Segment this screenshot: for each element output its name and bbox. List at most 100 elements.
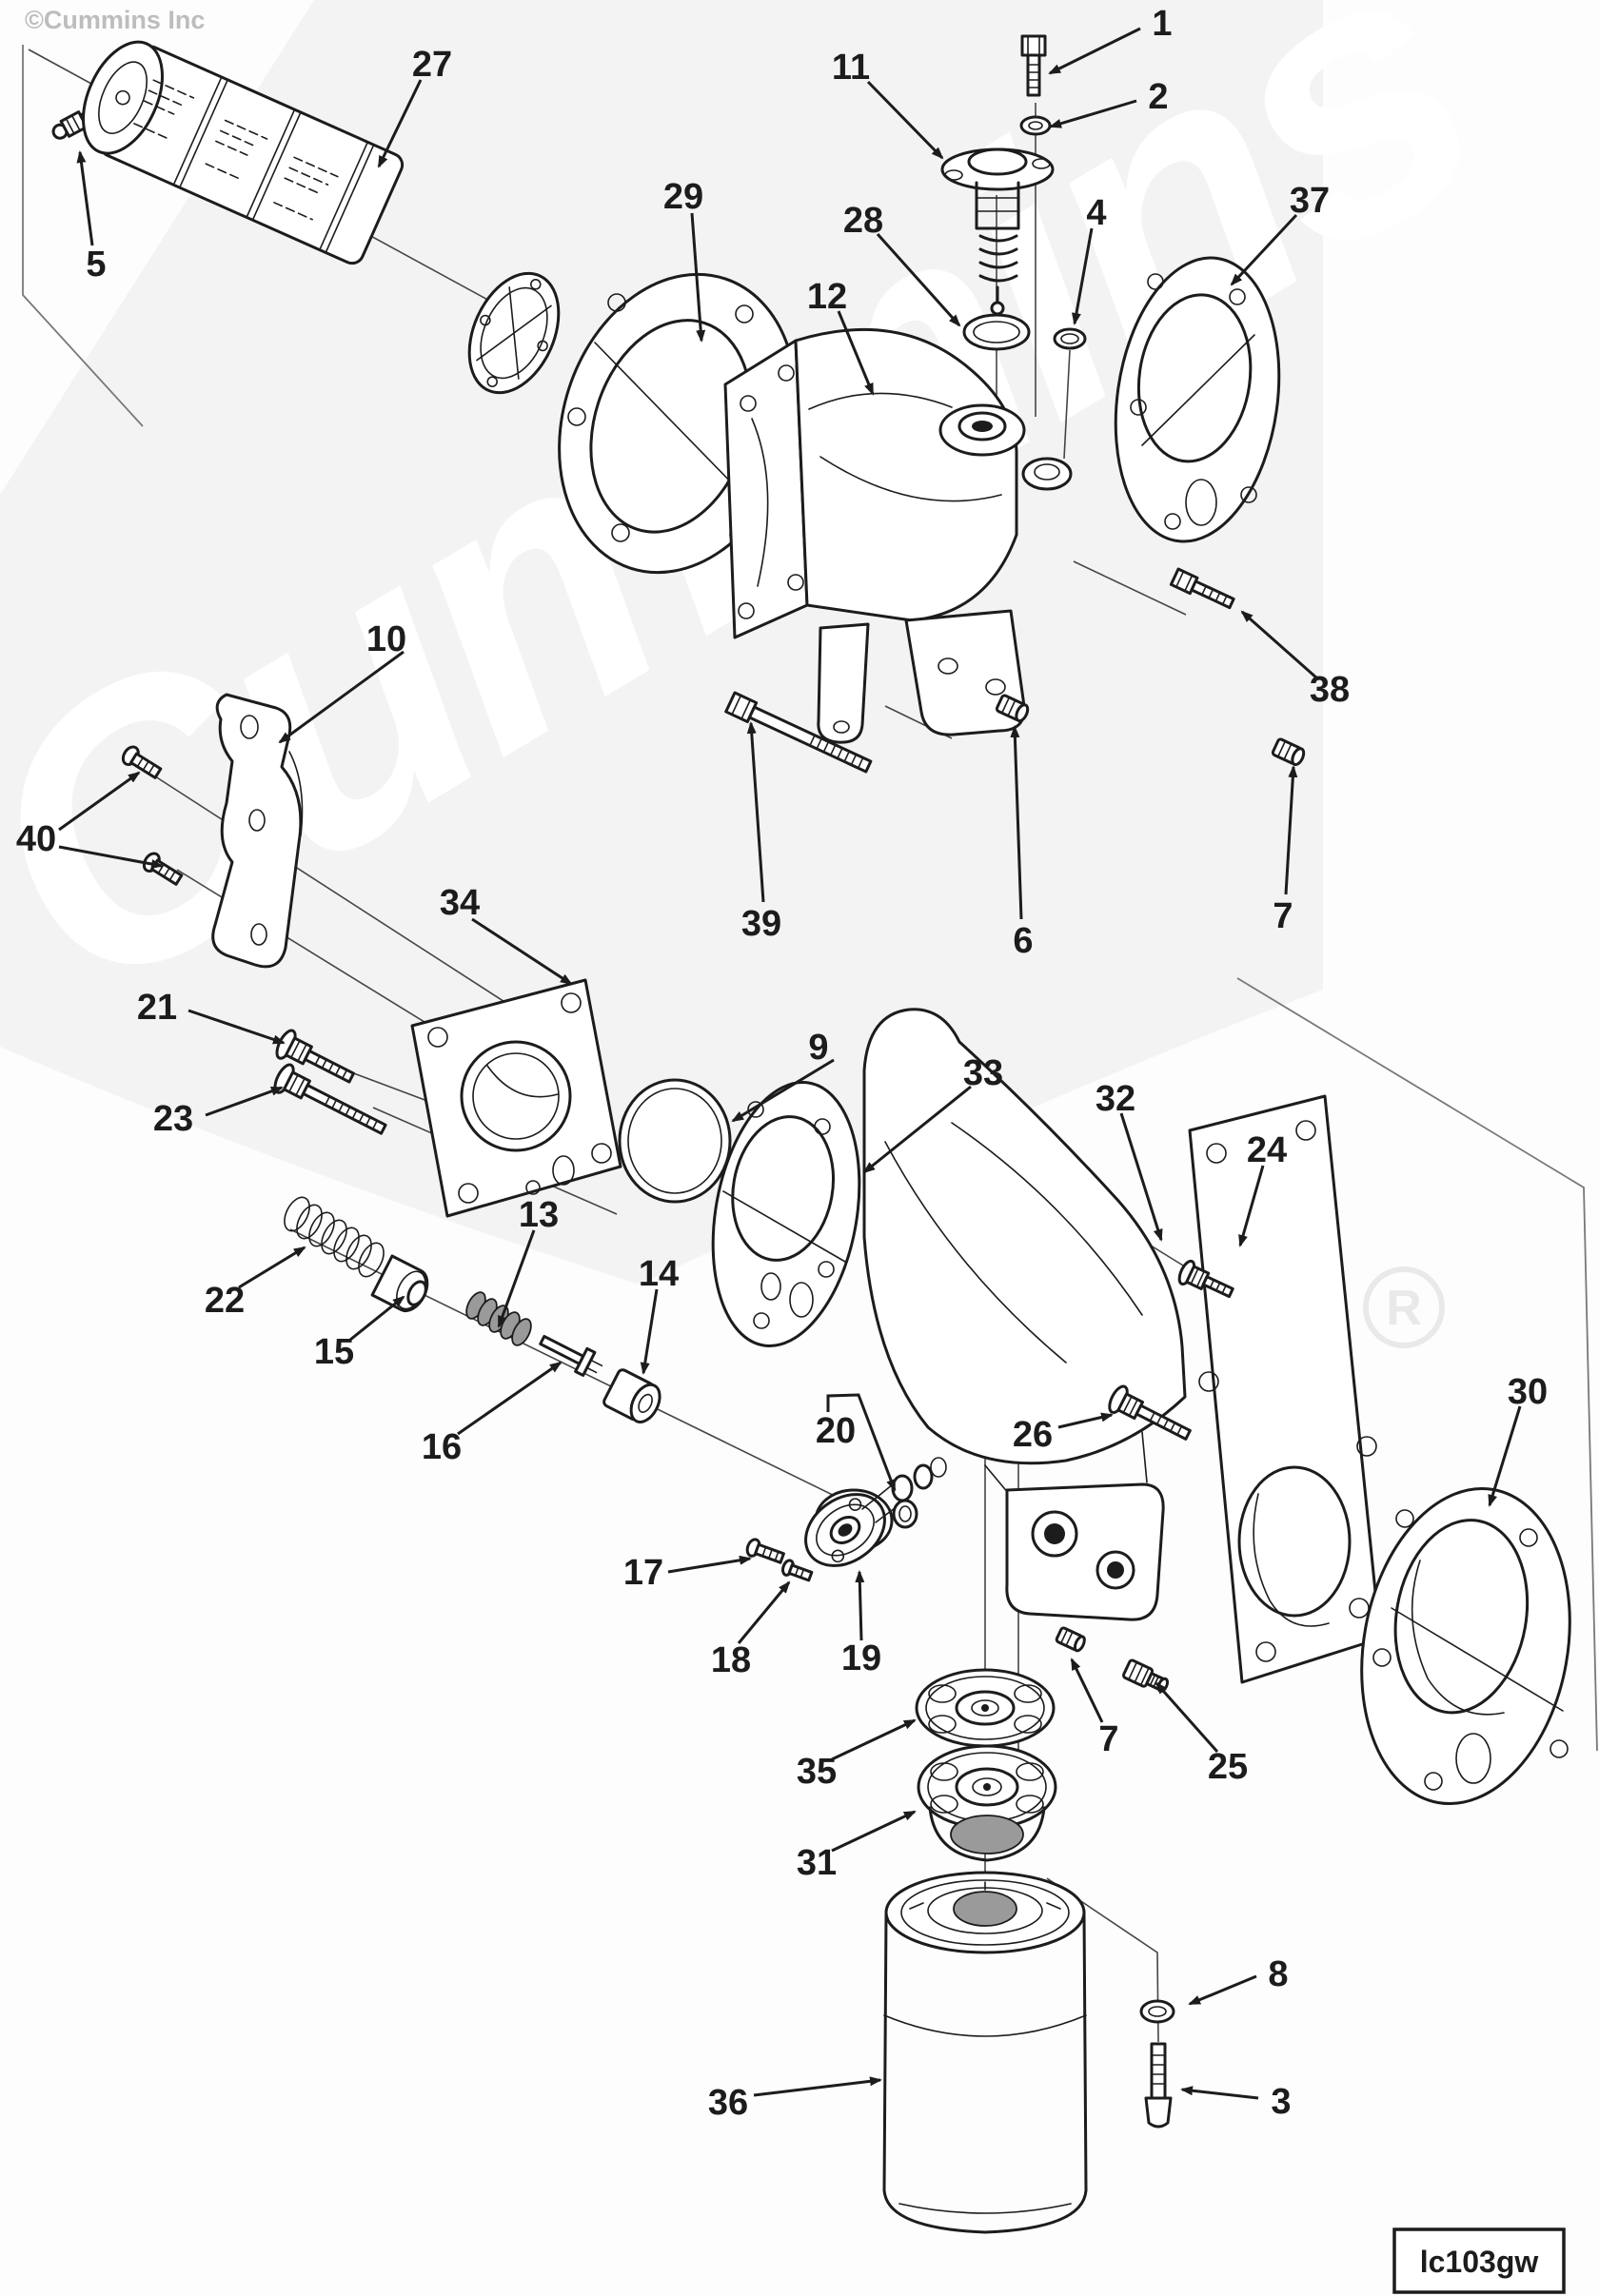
callout-leader-16 bbox=[457, 1361, 563, 1436]
callout-label-13: 13 bbox=[519, 1195, 559, 1235]
part-34-mounting-plate bbox=[410, 978, 622, 1218]
part-18-screw bbox=[781, 1559, 814, 1582]
callout-label-31: 31 bbox=[797, 1843, 837, 1883]
part-21-bolt bbox=[275, 1029, 355, 1084]
callout-label-9: 9 bbox=[808, 1028, 828, 1068]
part-22-spring bbox=[284, 1196, 385, 1278]
callout-leader-14 bbox=[640, 1288, 659, 1375]
callout-leader-12 bbox=[837, 310, 875, 396]
callout-leader-33 bbox=[862, 1085, 972, 1174]
callout-label-26: 26 bbox=[1013, 1415, 1053, 1455]
callout-leader-24 bbox=[1238, 1165, 1265, 1247]
callout-label-37: 37 bbox=[1290, 181, 1330, 221]
copyright-text: ©Cummins Inc bbox=[25, 6, 205, 34]
callout-leader-40 bbox=[58, 845, 164, 869]
callout-leader-29 bbox=[690, 212, 706, 343]
assembly-axis-line bbox=[1073, 560, 1187, 616]
callout-label-35: 35 bbox=[797, 1752, 837, 1792]
callout-leader-8 bbox=[1188, 1974, 1257, 2006]
callout-label-32: 32 bbox=[1096, 1079, 1135, 1119]
part-2-washer bbox=[1019, 115, 1052, 136]
part-33-gasket bbox=[711, 1081, 861, 1347]
frame-border-line bbox=[22, 45, 144, 427]
callout-leader-40 bbox=[58, 771, 141, 832]
part-20-o-ring bbox=[892, 1499, 918, 1529]
callout-leader-18 bbox=[737, 1580, 791, 1644]
part-15-plunger bbox=[370, 1254, 429, 1313]
part-19-adapter bbox=[804, 1457, 947, 1567]
callout-label-16: 16 bbox=[422, 1427, 462, 1467]
callout-leader-38 bbox=[1240, 610, 1318, 680]
callout-leader-17 bbox=[667, 1555, 752, 1574]
callout-label-23: 23 bbox=[153, 1099, 193, 1139]
callout-leader-30 bbox=[1488, 1405, 1522, 1507]
parts-artwork bbox=[51, 34, 1571, 2234]
part-7-plug-upper bbox=[1271, 737, 1306, 767]
callout-leader-34 bbox=[471, 917, 573, 986]
part-10-bracket bbox=[211, 693, 304, 969]
callout-leader-7 bbox=[1070, 1658, 1104, 1723]
callout-label-11: 11 bbox=[832, 48, 870, 88]
callout-leader-23 bbox=[205, 1086, 284, 1117]
callout-leader-28 bbox=[876, 232, 961, 327]
callout-leader-37 bbox=[1230, 213, 1298, 286]
svg-text:R: R bbox=[1386, 1281, 1422, 1336]
callout-leader-9 bbox=[731, 1058, 835, 1123]
part-37-gasket bbox=[1114, 256, 1281, 543]
part-7-plug-lower bbox=[1055, 1626, 1086, 1653]
callout-label-28: 28 bbox=[843, 201, 883, 241]
callout-leader-19 bbox=[855, 1570, 865, 1641]
callout-leader-25 bbox=[1155, 1681, 1219, 1753]
callout-leader-21 bbox=[188, 1009, 286, 1045]
part-31-adapter-assembly bbox=[917, 1744, 1057, 1862]
callout-label-6: 6 bbox=[1013, 921, 1033, 961]
callout-label-19: 19 bbox=[841, 1639, 881, 1678]
part-9-o-ring bbox=[618, 1078, 732, 1204]
part-14-roller bbox=[602, 1368, 661, 1423]
callout-leader-11 bbox=[866, 80, 944, 160]
callout-leader-35 bbox=[831, 1718, 917, 1761]
callout-leader-2 bbox=[1049, 99, 1137, 128]
callout-leader-10 bbox=[278, 650, 405, 744]
frame-border-line bbox=[1236, 977, 1598, 1752]
callout-label-25: 25 bbox=[1208, 1747, 1248, 1787]
callout-leader-32 bbox=[1119, 1112, 1163, 1242]
part-1-bolt bbox=[1020, 34, 1047, 97]
callout-label-38: 38 bbox=[1310, 670, 1350, 710]
callout-leader-13 bbox=[497, 1229, 536, 1328]
part-4-seal-washer bbox=[1053, 327, 1087, 350]
part-35-adapter-plate bbox=[915, 1668, 1056, 1748]
callout-leader-15 bbox=[349, 1295, 405, 1342]
part-38-bolt bbox=[1169, 567, 1235, 610]
callout-label-3: 3 bbox=[1271, 2082, 1291, 2122]
figure-code-text: lc103gw bbox=[1420, 2245, 1539, 2279]
callout-label-24: 24 bbox=[1247, 1130, 1287, 1170]
part-11-thermostat bbox=[940, 147, 1055, 316]
callout-leader-36 bbox=[753, 2076, 882, 2097]
callout-label-12: 12 bbox=[807, 277, 847, 317]
callout-leader-20 bbox=[826, 1393, 897, 1492]
callout-label-2: 2 bbox=[1148, 77, 1168, 117]
part-3-bolt bbox=[1144, 2042, 1173, 2129]
callout-leader-27 bbox=[377, 79, 423, 168]
callout-label-27: 27 bbox=[412, 45, 452, 85]
callout-label-34: 34 bbox=[440, 883, 480, 923]
callout-label-14: 14 bbox=[639, 1254, 679, 1294]
callout-label-10: 10 bbox=[366, 619, 406, 659]
callout-leader-31 bbox=[831, 1810, 917, 1853]
callout-label-17: 17 bbox=[623, 1553, 663, 1593]
callout-label-7: 7 bbox=[1273, 896, 1293, 936]
part-24-screw bbox=[1177, 1259, 1234, 1299]
part-8-washer bbox=[1139, 1999, 1175, 2024]
callout-leader-4 bbox=[1072, 227, 1094, 325]
callout-label-39: 39 bbox=[741, 904, 781, 944]
callout-leader-26 bbox=[1057, 1412, 1114, 1429]
callout-label-15: 15 bbox=[314, 1332, 354, 1372]
part-27-filter-cartridge bbox=[82, 40, 561, 395]
callout-label-40: 40 bbox=[16, 819, 56, 859]
callout-leader-39 bbox=[746, 721, 765, 903]
figure-code-box: lc103gw bbox=[1392, 2227, 1566, 2294]
callout-label-36: 36 bbox=[708, 2083, 748, 2123]
callout-label-5: 5 bbox=[86, 245, 106, 285]
